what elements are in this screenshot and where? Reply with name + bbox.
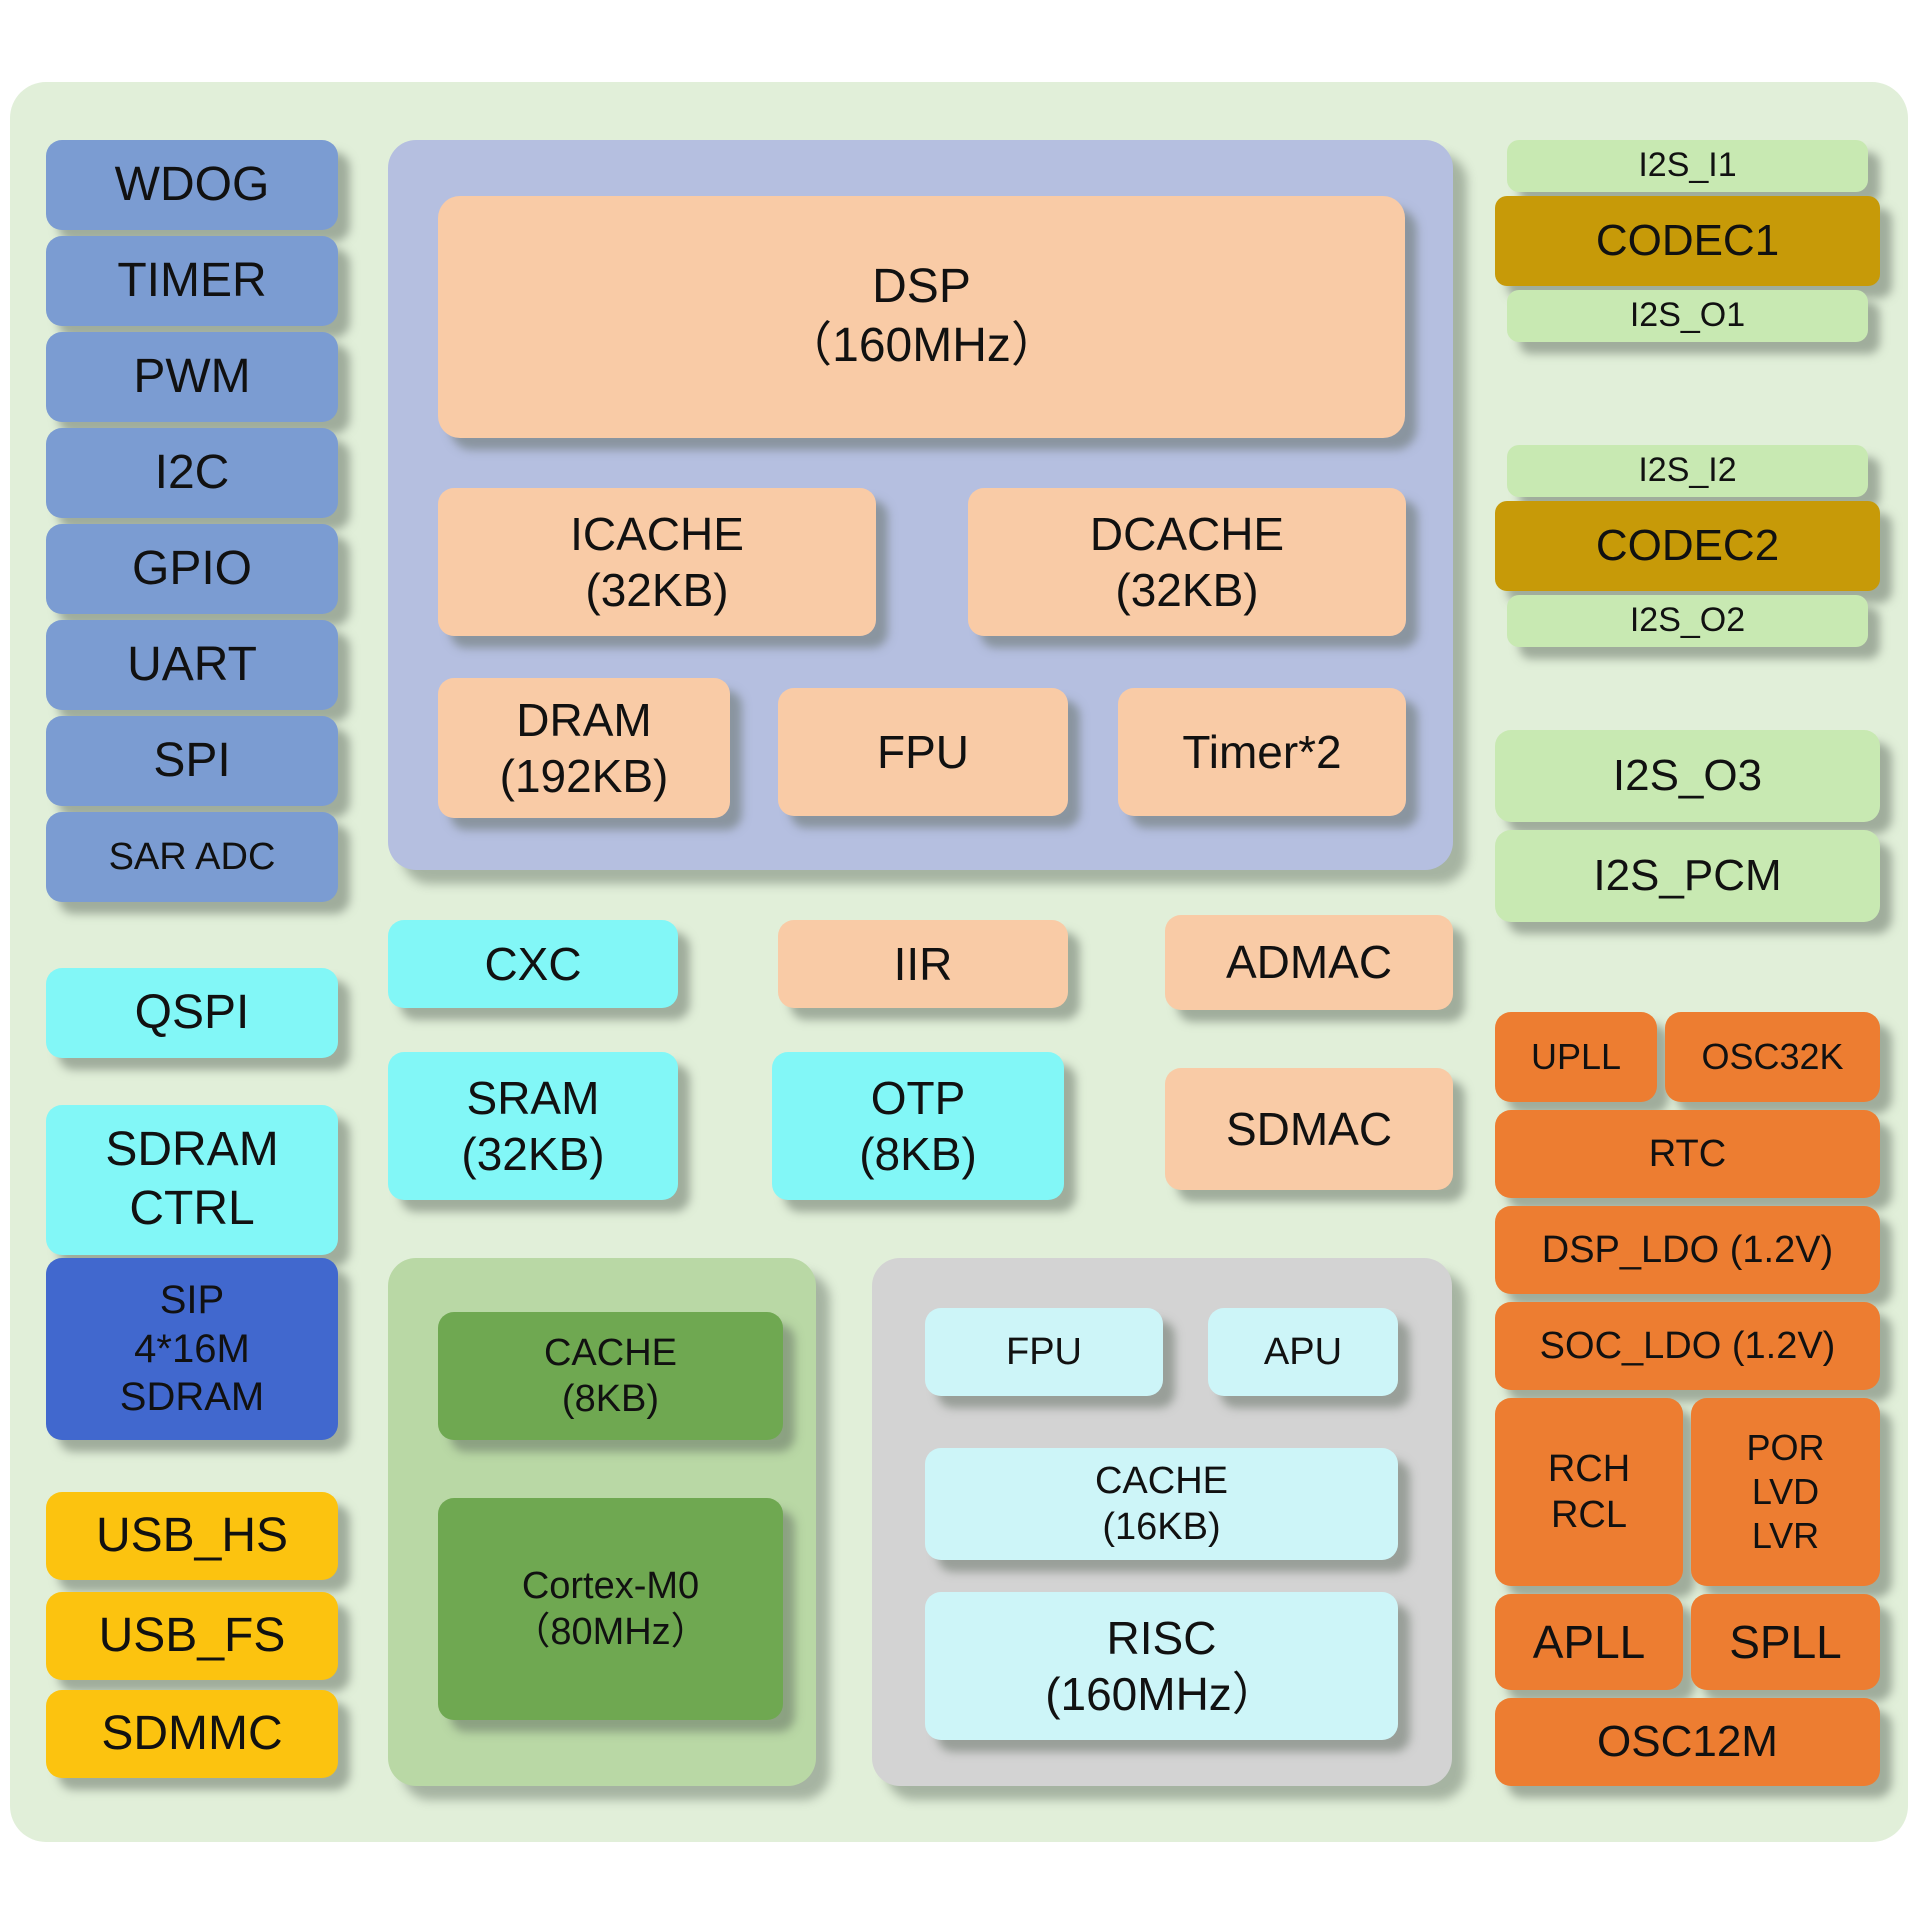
block-dsp: DSP （160MHz） <box>438 196 1405 438</box>
block-sdram-ctrl: SDRAM CTRL <box>46 1105 338 1255</box>
block-icache: ICACHE (32KB) <box>438 488 876 636</box>
block-i2s-i2: I2S_I2 <box>1507 445 1868 497</box>
block-dsp-ldo: DSP_LDO (1.2V) <box>1495 1206 1880 1294</box>
block-wdog: WDOG <box>46 140 338 230</box>
block-sdmac: SDMAC <box>1165 1068 1453 1190</box>
block-spi: SPI <box>46 716 338 806</box>
block-usb-hs: USB_HS <box>46 1492 338 1580</box>
block-rch-rcl: RCH RCL <box>1495 1398 1683 1586</box>
block-i2s-o1: I2S_O1 <box>1507 290 1868 342</box>
block-upll: UPLL <box>1495 1012 1657 1102</box>
block-sip-sdram: SIP 4*16M SDRAM <box>46 1258 338 1440</box>
block-codec1: CODEC1 <box>1495 196 1880 286</box>
block-osc12m: OSC12M <box>1495 1698 1880 1786</box>
block-rtc: RTC <box>1495 1110 1880 1198</box>
block-i2s-i1: I2S_I1 <box>1507 140 1868 192</box>
block-risc-core: RISC (160MHz） <box>925 1592 1398 1740</box>
block-spll: SPLL <box>1691 1594 1880 1690</box>
block-gpio: GPIO <box>46 524 338 614</box>
block-dcache: DCACHE (32KB) <box>968 488 1406 636</box>
block-risc-cache: CACHE (16KB) <box>925 1448 1398 1560</box>
block-i2s-o3: I2S_O3 <box>1495 730 1880 822</box>
block-dsp-fpu: FPU <box>778 688 1068 816</box>
block-uart: UART <box>46 620 338 710</box>
block-usb-fs: USB_FS <box>46 1592 338 1680</box>
block-i2c: I2C <box>46 428 338 518</box>
block-risc-apu: APU <box>1208 1308 1398 1396</box>
block-codec2: CODEC2 <box>1495 501 1880 591</box>
block-sdmmc: SDMMC <box>46 1690 338 1778</box>
block-sar-adc: SAR ADC <box>46 812 338 902</box>
block-mcu-cache: CACHE (8KB) <box>438 1312 783 1440</box>
block-timer-x2: Timer*2 <box>1118 688 1406 816</box>
block-i2s-pcm: I2S_PCM <box>1495 830 1880 922</box>
block-apll: APLL <box>1495 1594 1683 1690</box>
block-iir: IIR <box>778 920 1068 1008</box>
block-por-lvd-lvr: POR LVD LVR <box>1691 1398 1880 1586</box>
block-risc-fpu: FPU <box>925 1308 1163 1396</box>
block-otp: OTP (8KB) <box>772 1052 1064 1200</box>
block-dram: DRAM (192KB) <box>438 678 730 818</box>
block-osc32k: OSC32K <box>1665 1012 1880 1102</box>
block-timer: TIMER <box>46 236 338 326</box>
block-cortex-m0: Cortex-M0 （80MHz） <box>438 1498 783 1720</box>
block-admac: ADMAC <box>1165 915 1453 1010</box>
block-soc-ldo: SOC_LDO (1.2V) <box>1495 1302 1880 1390</box>
block-sram: SRAM (32KB) <box>388 1052 678 1200</box>
block-i2s-o2: I2S_O2 <box>1507 595 1868 647</box>
block-qspi: QSPI <box>46 968 338 1058</box>
block-cxc: CXC <box>388 920 678 1008</box>
block-pwm: PWM <box>46 332 338 422</box>
